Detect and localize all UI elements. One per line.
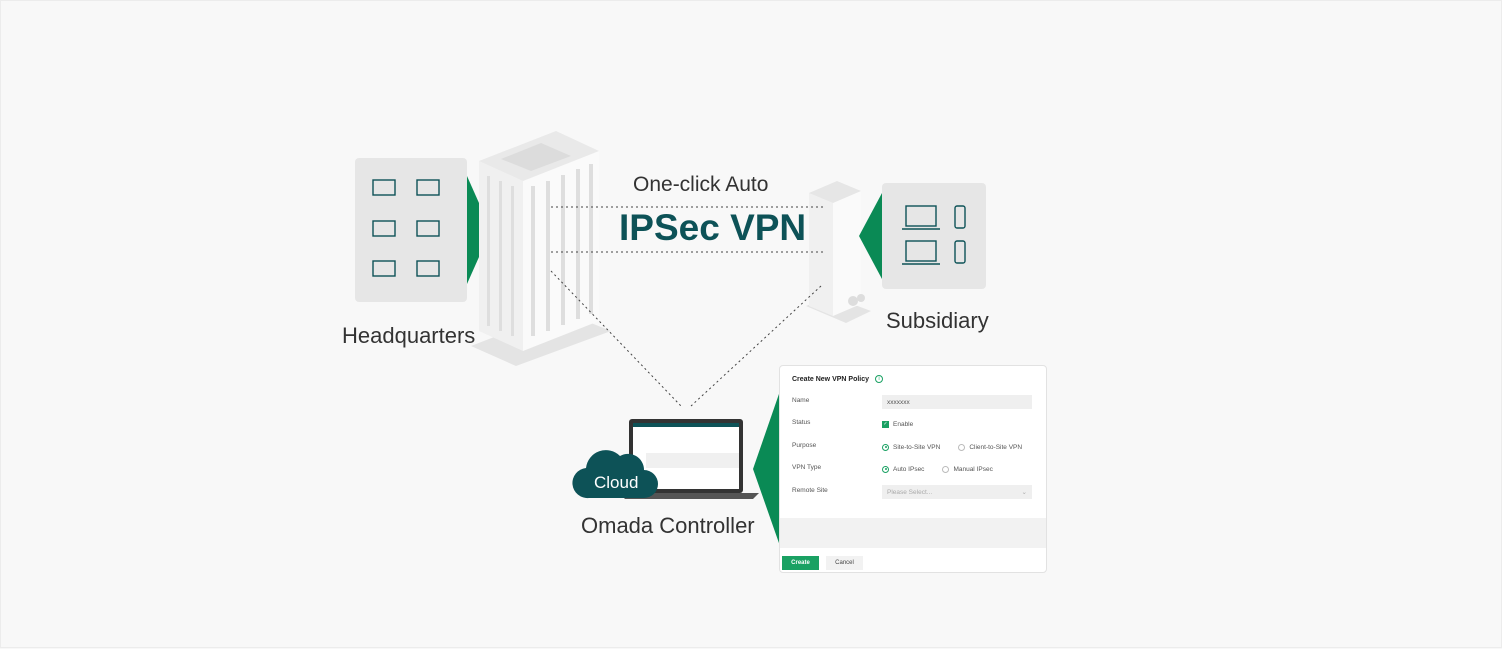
create-vpn-policy-dialog: Create New VPN Policy i Name xxxxxxx Sta…: [779, 365, 1047, 573]
dialog-pointer: [753, 391, 780, 546]
info-icon[interactable]: i: [875, 375, 883, 383]
subsidiary-label: Subsidiary: [886, 308, 989, 333]
name-label: Name: [792, 397, 810, 404]
vpn-type-label: VPN Type: [792, 464, 822, 471]
vpn-tunnel-lines: [550, 206, 823, 407]
desktop-icons: [372, 179, 440, 277]
remote-site-label: Remote Site: [792, 487, 828, 494]
cancel-button[interactable]: Cancel: [826, 556, 863, 570]
subsidiary-devices-panel: [882, 183, 986, 289]
auto-ipsec-radio[interactable]: [882, 465, 889, 473]
remote-site-select[interactable]: Please Select... ⌄: [882, 485, 1032, 499]
subsidiary-building-icon: [806, 181, 871, 323]
status-label: Status: [792, 419, 811, 426]
manual-ipsec-radio[interactable]: [942, 465, 950, 473]
site-to-site-label: Site-to-Site VPN: [893, 443, 941, 451]
enable-label: Enable: [893, 420, 914, 428]
hq-devices-panel: [355, 158, 467, 302]
subsidiary-pointer: [859, 193, 882, 279]
client-to-site-label: Client-to-Site VPN: [969, 443, 1023, 451]
manual-ipsec-label: Manual IPsec: [953, 465, 993, 473]
controller-label: Omada Controller: [581, 513, 755, 538]
purpose-label: Purpose: [792, 442, 817, 449]
chevron-down-icon: ⌄: [1021, 489, 1027, 496]
hq-label: Headquarters: [342, 323, 476, 348]
cloud-icon: [572, 450, 658, 499]
title: IPSec VPN: [619, 207, 807, 248]
create-button[interactable]: Create: [782, 556, 819, 570]
dialog-title: Create New VPN Policy: [792, 376, 870, 383]
subtitle: One-click Auto: [633, 173, 769, 196]
enable-checkbox[interactable]: ✓: [882, 420, 889, 428]
remote-site-placeholder: Please Select...: [887, 488, 933, 496]
auto-ipsec-label: Auto IPsec: [893, 465, 925, 473]
laptop-phone-icons: [902, 205, 966, 265]
site-to-site-radio[interactable]: [882, 443, 889, 451]
laptop-icon: [619, 419, 759, 499]
cloud-label: Cloud: [594, 473, 639, 492]
name-input[interactable]: xxxxxxx: [882, 395, 1032, 409]
client-to-site-radio[interactable]: [958, 443, 966, 451]
